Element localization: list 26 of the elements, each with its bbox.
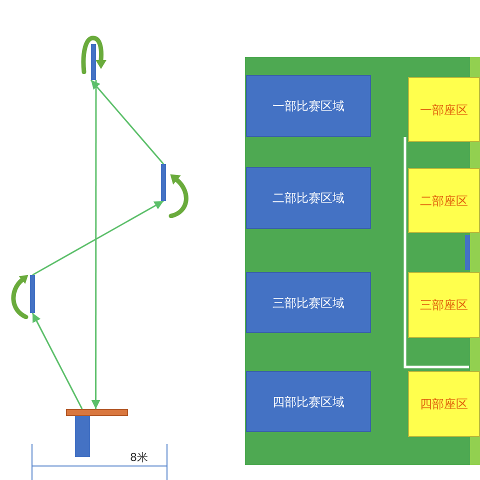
- seating-box: [408, 371, 480, 437]
- dimension-label: 8米: [130, 451, 148, 464]
- zone-box: [246, 371, 371, 432]
- arrow: [32, 200, 164, 276]
- zone-label: 四部比赛区域: [272, 394, 344, 408]
- field-area: [245, 57, 480, 465]
- arrow: [90, 80, 164, 164]
- seating-label: 四部座区: [420, 397, 468, 411]
- zone-box: [246, 167, 371, 229]
- zone-box: [246, 272, 371, 333]
- seating-box: [408, 272, 480, 338]
- seating-label: 一部座区: [420, 102, 468, 116]
- seating-box: [408, 168, 480, 233]
- zone-label: 一部比赛区域: [272, 99, 344, 113]
- marker-bar: [91, 44, 96, 80]
- table-drawing: [66, 409, 128, 457]
- arrow: [91, 80, 100, 409]
- zone-box: [246, 75, 371, 137]
- zone-label: 三部比赛区域: [272, 296, 344, 310]
- seating-box: [408, 77, 480, 142]
- marker-bar: [161, 164, 166, 201]
- seating-label: 三部座区: [420, 298, 468, 312]
- arrow: [32, 312, 83, 410]
- marker-bar: [30, 275, 35, 313]
- seating-label: 二部座区: [420, 194, 468, 208]
- zone-label: 二部比赛区域: [272, 191, 344, 205]
